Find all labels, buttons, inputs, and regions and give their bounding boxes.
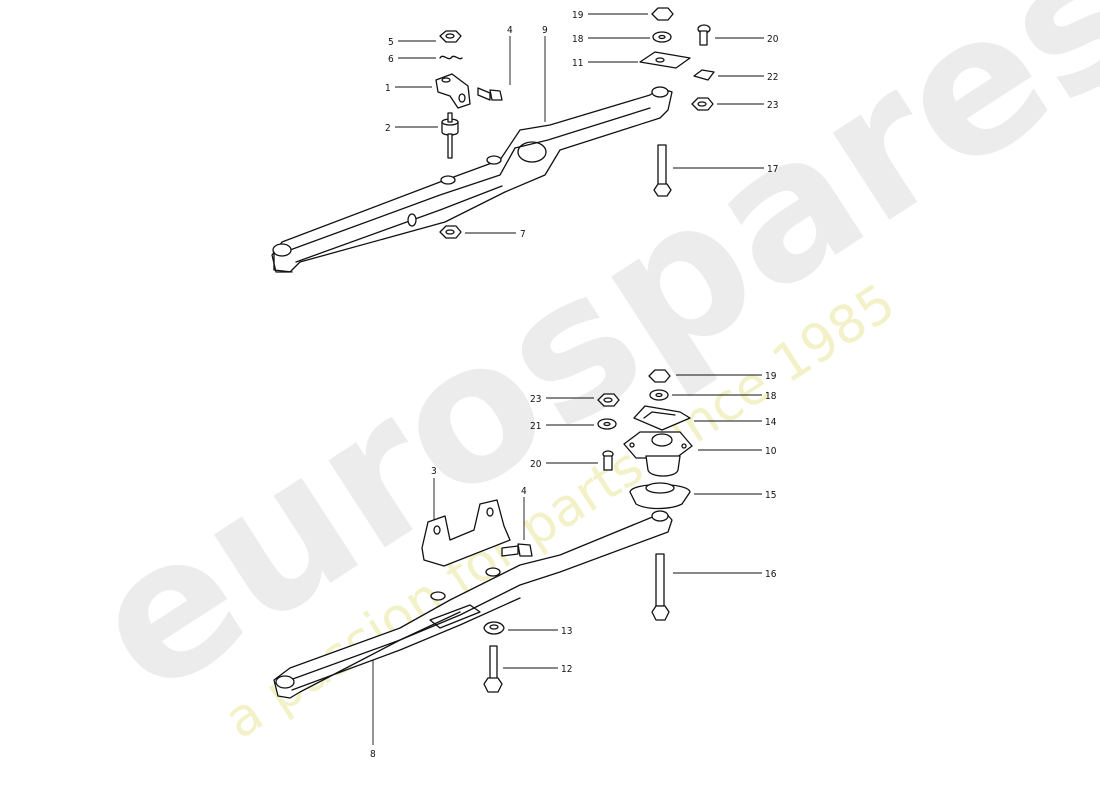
bolt-4-upper xyxy=(477,87,503,101)
callout-label: 4 xyxy=(521,486,527,497)
callout-label: 17 xyxy=(767,164,778,175)
callout-label: 2 xyxy=(385,123,391,134)
callout-label: 13 xyxy=(561,626,572,637)
bolt-16 xyxy=(651,553,670,621)
nut-7 xyxy=(439,225,462,239)
nut-23-upper xyxy=(691,97,714,111)
crossmember-lower xyxy=(273,510,673,699)
callout-label: 23 xyxy=(530,394,541,405)
callout-label: 4 xyxy=(507,25,513,36)
callout-label: 22 xyxy=(767,72,778,83)
washer-18-upper xyxy=(652,31,672,43)
callout-label: 19 xyxy=(572,10,584,21)
callout-label: 11 xyxy=(572,58,583,69)
callout-label: 6 xyxy=(388,54,394,65)
callout-label: 18 xyxy=(765,391,777,402)
washer-6 xyxy=(439,55,463,60)
cup-15 xyxy=(629,482,691,510)
callout-label: 5 xyxy=(388,37,394,48)
washer-18-lower xyxy=(649,389,669,401)
washer-21 xyxy=(597,418,617,430)
callout-label: 21 xyxy=(530,421,541,432)
leader-lines xyxy=(372,13,764,745)
callout-label: 18 xyxy=(572,34,584,45)
lower-crossmember-assembly xyxy=(273,369,693,699)
callout-label: 16 xyxy=(765,569,777,580)
callout-label: 10 xyxy=(765,446,777,457)
bracket-1 xyxy=(435,73,471,109)
lock-ring-13 xyxy=(483,621,505,635)
watermark-brand: eurospares xyxy=(54,0,1100,738)
callout-label: 7 xyxy=(520,229,526,240)
plate-11 xyxy=(639,51,691,69)
engine-mount-10 xyxy=(623,431,693,477)
upper-crossmember-assembly xyxy=(271,7,715,273)
callout-label: 20 xyxy=(767,34,779,45)
bracket-3 xyxy=(421,499,511,567)
bolt-20-lower xyxy=(602,450,614,471)
nut-5 xyxy=(439,30,462,43)
washer-22 xyxy=(693,69,715,81)
nut-23-lower xyxy=(597,393,620,407)
bolt-4-lower xyxy=(501,543,533,557)
callout-label: 23 xyxy=(767,100,778,111)
nut-19-lower xyxy=(648,369,671,383)
rubber-mount-2 xyxy=(441,112,459,159)
bolt-12 xyxy=(483,645,503,693)
bolt-20-upper xyxy=(697,24,711,46)
watermark: eurospares a passion for parts since 198… xyxy=(54,0,1100,751)
crossmember-upper xyxy=(271,86,673,273)
callout-label: 19 xyxy=(765,371,777,382)
callout-label: 8 xyxy=(370,749,376,760)
bolt-17 xyxy=(653,144,672,197)
callout-label: 12 xyxy=(561,664,572,675)
callout-label: 1 xyxy=(385,83,391,94)
callout-label: 14 xyxy=(765,417,777,428)
callout-label: 15 xyxy=(765,490,776,501)
callout-label: 3 xyxy=(431,466,437,477)
bracket-14 xyxy=(633,405,691,431)
callout-label: 20 xyxy=(530,459,542,470)
callout-labels: 5 6 1 2 4 9 19 18 11 20 22 23 17 7 19 18… xyxy=(370,10,779,760)
callout-label: 9 xyxy=(542,25,548,36)
nut-19-upper xyxy=(651,7,674,21)
